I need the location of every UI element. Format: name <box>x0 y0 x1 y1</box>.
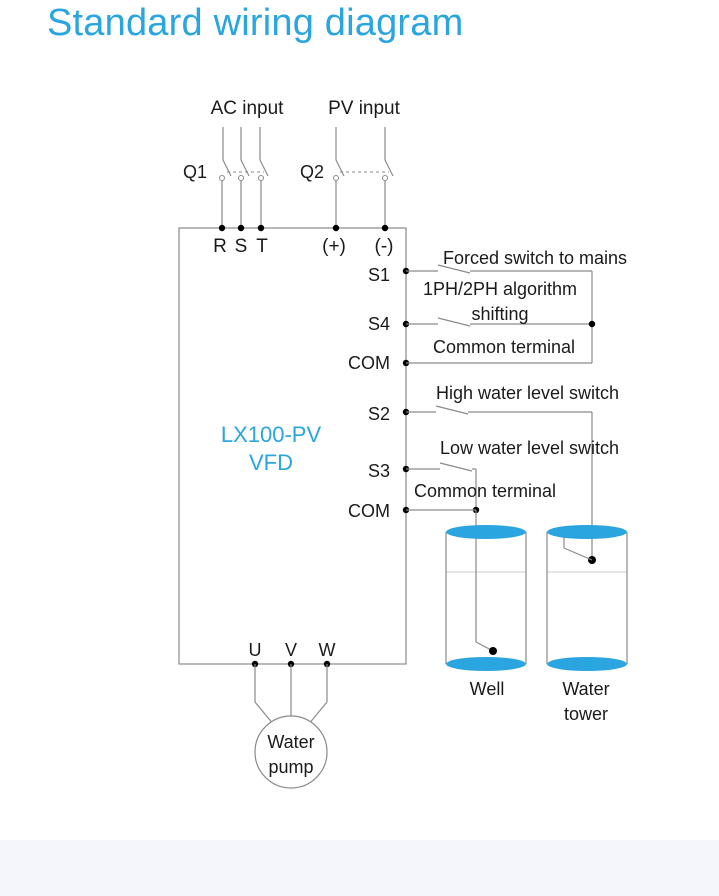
water-tower-label-1: Water <box>562 679 609 699</box>
water-pump <box>254 715 328 789</box>
low-water-switch-label: Low water level switch <box>440 438 619 458</box>
terminal-v: V <box>285 640 297 660</box>
terminal-s: S <box>235 236 248 257</box>
algorithm-label-2: shifting <box>471 304 528 324</box>
well-label: Well <box>470 679 505 699</box>
terminal-com-2: COM <box>348 501 390 521</box>
terminal-s1: S1 <box>368 265 390 285</box>
breaker-q1-label: Q1 <box>183 162 207 182</box>
terminal-r: R <box>213 236 227 257</box>
footer-band <box>0 840 719 896</box>
breaker-q2 <box>333 127 394 228</box>
well-tank <box>445 525 527 671</box>
breaker-q1 <box>219 127 269 228</box>
breaker-q2-label: Q2 <box>300 162 324 182</box>
page-title: Standard wiring diagram <box>47 2 464 44</box>
water-tower-tank <box>546 525 628 671</box>
terminal-u: U <box>249 640 262 660</box>
pv-input-label: PV input <box>328 98 401 119</box>
terminal-s2: S2 <box>368 404 390 424</box>
terminal-com-1: COM <box>348 353 390 373</box>
high-water-switch-label: High water level switch <box>436 383 619 403</box>
common-terminal-label-2: Common terminal <box>414 481 556 501</box>
water-pump-label-1: Water <box>267 732 314 752</box>
mains-algorithm-switch-group <box>406 264 596 364</box>
common-terminal-label-1: Common terminal <box>433 337 575 357</box>
terminal-s3: S3 <box>368 461 390 481</box>
algorithm-label-1: 1PH/2PH algorithm <box>423 279 577 299</box>
terminal-pv-plus: (+) <box>322 236 346 257</box>
terminal-w: W <box>319 640 336 660</box>
terminal-s4: S4 <box>368 314 390 334</box>
vfd-type-label: VFD <box>249 450 293 475</box>
terminal-pv-minus: (-) <box>375 236 394 257</box>
water-pump-label-2: pump <box>268 757 313 777</box>
vfd-model-label: LX100-PV <box>221 422 322 447</box>
pump-wiring <box>254 664 328 726</box>
water-tower-label-2: tower <box>564 704 608 724</box>
ac-input-label: AC input <box>211 98 285 119</box>
terminal-t: T <box>256 236 268 257</box>
forced-switch-label: Forced switch to mains <box>443 248 627 268</box>
